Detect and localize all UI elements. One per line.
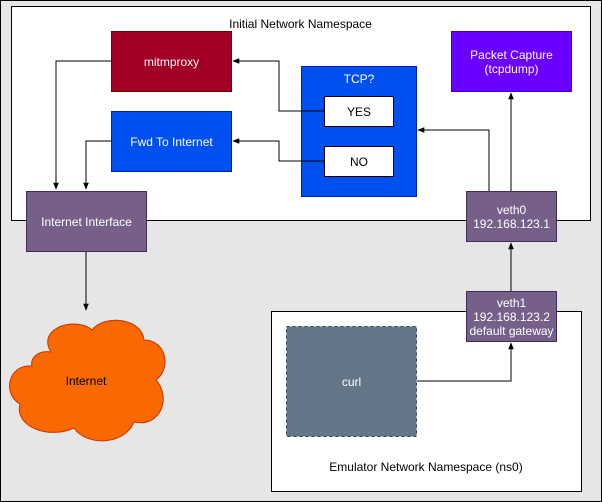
packet-capture-box	[451, 31, 572, 92]
edge-veth0-to-tcp	[417, 127, 490, 191]
edge-no-to-fwd	[232, 138, 324, 162]
edge-fwd-to-internet-interface	[83, 140, 111, 190]
edge-yes-to-mitmproxy	[232, 58, 324, 112]
initial-namespace-label: Initial Network Namespace	[229, 17, 372, 31]
internet-cloud	[9, 319, 166, 442]
veth0-box	[466, 191, 557, 242]
veth1-box	[466, 291, 557, 342]
fwd-to-internet-label: Fwd To Internet	[130, 134, 213, 149]
packet-capture-label: Packet Capture (tcpdump)	[470, 47, 553, 76]
yes-label: YES	[346, 104, 371, 119]
tcp-label: TCP?	[343, 72, 375, 86]
veth0-label: veth0 192.168.123.1	[473, 202, 550, 231]
curl-box	[286, 326, 417, 437]
mitmproxy-label: mitmproxy	[143, 54, 200, 69]
veth1-label: veth1 192.168.123.2 default gateway	[469, 295, 554, 338]
no-label: NO	[350, 154, 368, 169]
yes-box	[324, 96, 394, 127]
emulator-namespace-label: Emulator Network Namespace (ns0)	[329, 460, 523, 474]
no-box	[324, 146, 394, 177]
mitmproxy-box	[111, 31, 232, 92]
internet-interface-box	[26, 191, 147, 252]
edge-curl-to-veth1	[417, 342, 514, 382]
fwd-to-internet-box	[111, 111, 232, 172]
edge-mitmproxy-to-internet-interface	[53, 60, 111, 190]
internet-interface-label: Internet Interface	[41, 214, 132, 229]
curl-label: curl	[341, 374, 362, 389]
internet-label: Internet	[65, 374, 107, 388]
